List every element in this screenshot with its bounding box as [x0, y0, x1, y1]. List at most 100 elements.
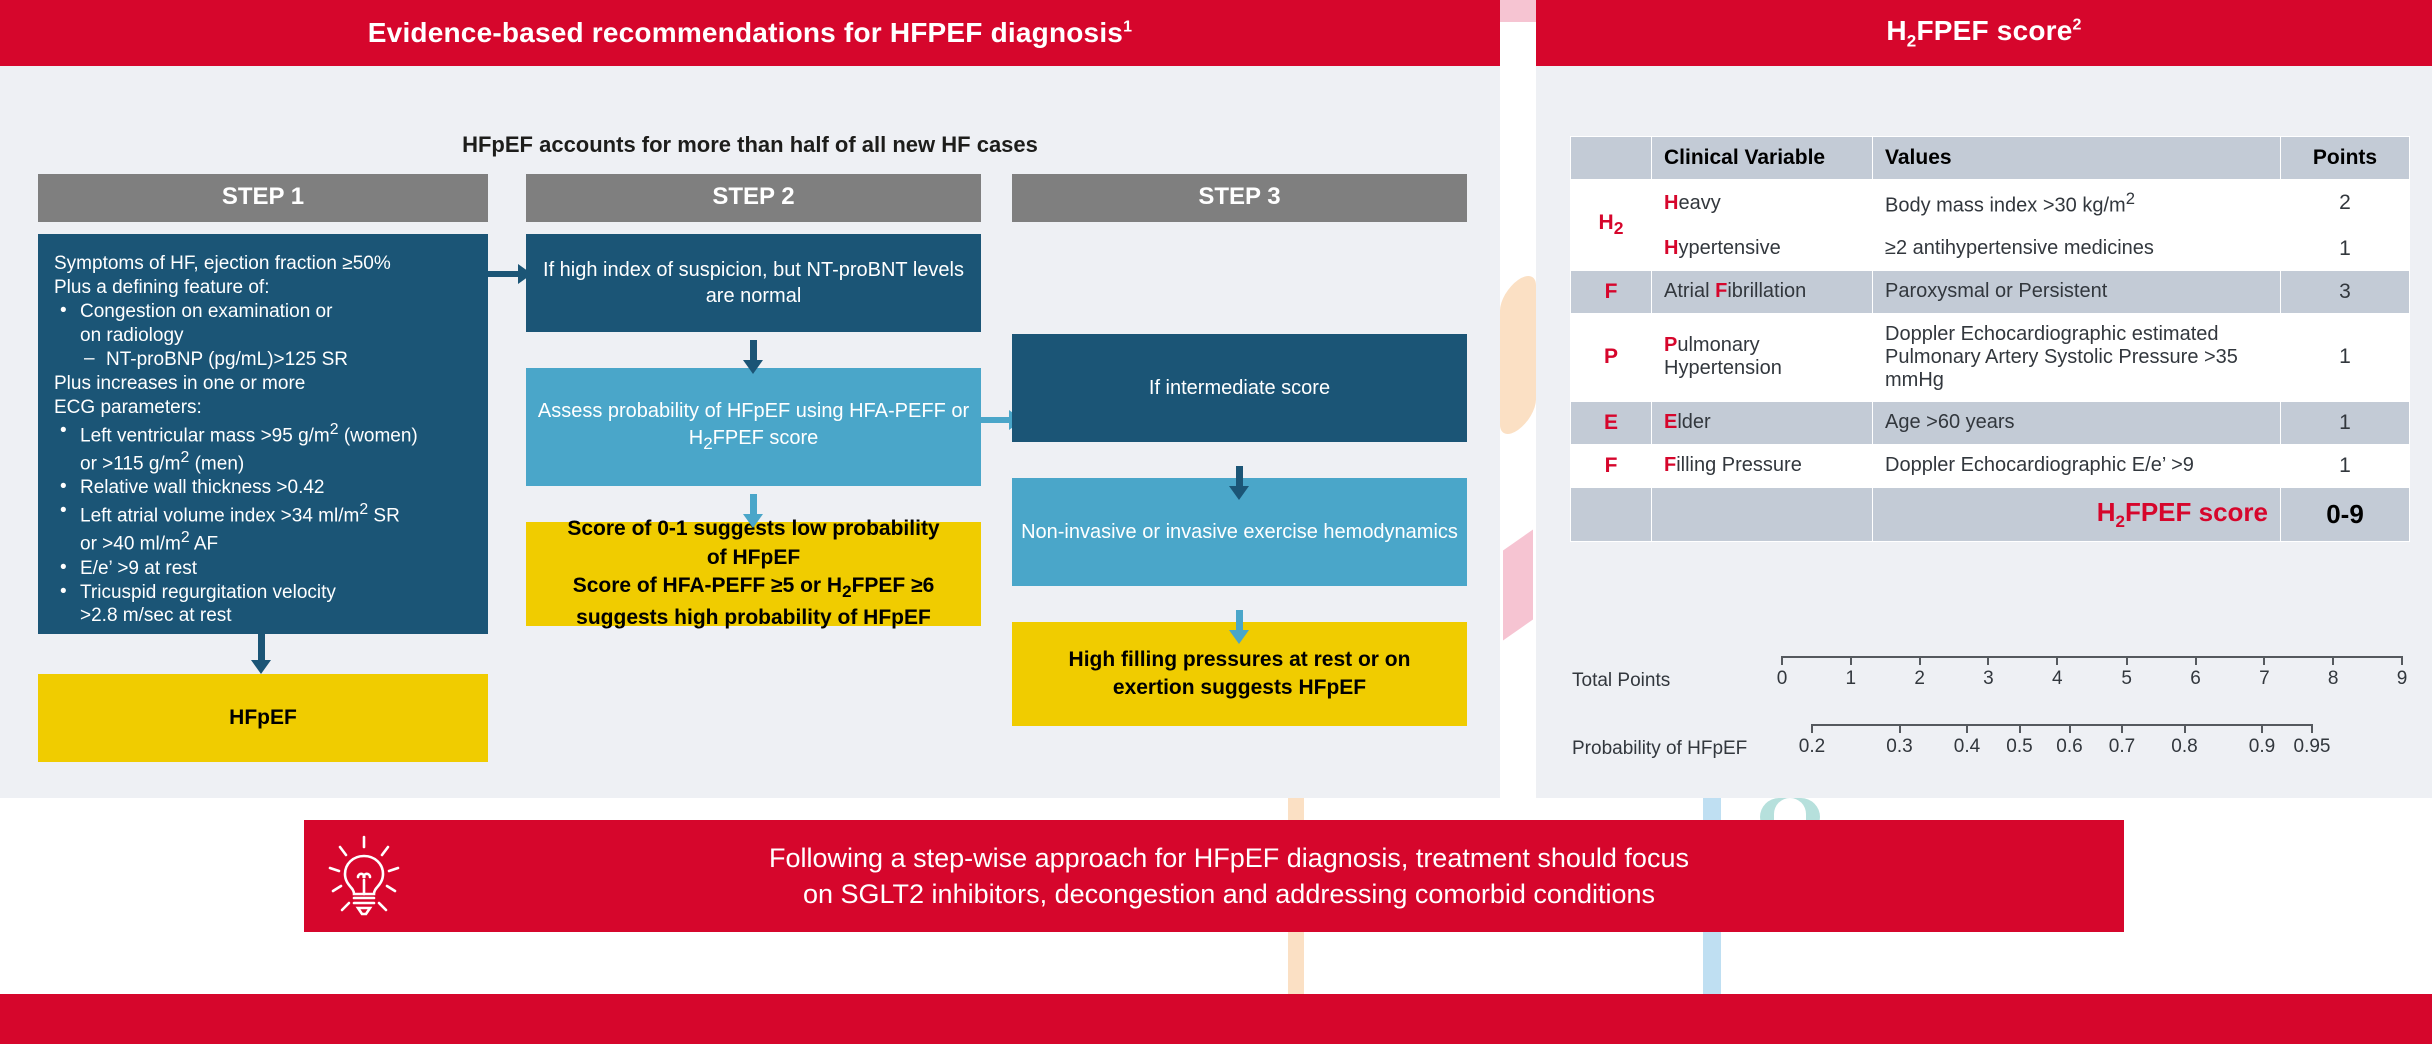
axis-tick — [2263, 656, 2266, 665]
total-spacer-1 — [1570, 486, 1652, 542]
axis-tick — [1811, 724, 1813, 733]
callout-text: Following a step-wise approach for HFpEF… — [769, 842, 1689, 909]
row-variable-pulmonary-hypertension: Pulmonary Hypertension — [1651, 312, 1873, 402]
row-value-pulmonary-hypertension: Doppler Echocardiographic estimated Pulm… — [1872, 312, 2281, 402]
axis-tick-label: 0.9 — [2248, 736, 2276, 757]
key-takeaway-callout: Following a step-wise approach for HFpEF… — [304, 820, 2124, 932]
row-letter-e: E — [1570, 400, 1652, 445]
axis-tick-label: 7 — [2259, 668, 2270, 689]
row-points-heavy: 2 — [2280, 179, 2410, 228]
probability-label: Probability of HFpEF — [1572, 738, 1748, 759]
axis-tick-label: 0.6 — [2056, 736, 2083, 757]
step-1-bullet-tricuspid: Tricuspid regurgitation velocity>2.8 m/s… — [54, 580, 472, 629]
row-value-atrial-fibrillation: Paroxysmal or Persistent — [1872, 269, 2281, 314]
total-score-label: H2FPEF score — [1872, 486, 2281, 542]
table-row: E Elder Age >60 years 1 — [1570, 400, 2410, 445]
axis-tick — [2183, 724, 2186, 733]
axis-tick-label: 0.8 — [2171, 736, 2198, 757]
step-3-header: STEP 3 — [1012, 174, 1467, 222]
right-panel-title: H2FPEF score2 — [1886, 14, 2082, 51]
row-variable-atrial-fibrillation: Atrial Fibrillation — [1651, 269, 1873, 314]
deco-top-pink — [1500, 0, 1536, 22]
row-value-filling-pressure: Doppler Echocardiographic E/e’ >9 — [1872, 443, 2281, 488]
row-letter-f-fp: F — [1570, 443, 1652, 488]
axis-tick — [1966, 724, 1968, 733]
axis-tick — [1781, 656, 1783, 665]
th-letter — [1570, 136, 1652, 180]
axis-tick-label: 0.7 — [2108, 736, 2136, 757]
right-panel-header: H2FPEF score2 — [1536, 0, 2432, 66]
axis-tick — [2056, 656, 2059, 665]
table-row: P Pulmonary Hypertension Doppler Echocar… — [1570, 312, 2410, 402]
total-score-range: 0-9 — [2280, 486, 2410, 542]
row-variable-hypertensive: Hypertensive — [1651, 226, 1873, 271]
row-points-hypertensive: 1 — [2280, 226, 2410, 271]
axis-tick-label: 0.5 — [2006, 736, 2033, 757]
axis-tick — [2121, 724, 2123, 733]
axis-tick — [2125, 656, 2128, 665]
table-row: H2 Heavy Body mass index >30 kg/m2 2 — [1570, 179, 2410, 271]
step-1-bullet-wall-thickness: Relative wall thickness >0.42 — [54, 475, 472, 500]
th-points: Points — [2280, 136, 2410, 180]
total-spacer-2 — [1651, 486, 1873, 542]
table-header-row: Clinical Variable Values Points — [1570, 136, 2410, 180]
bottom-red-bar — [0, 994, 2432, 1044]
step-1-column: STEP 1 Symptoms of HF, ejection fraction… — [38, 174, 488, 762]
step-2-score-interpretation-box: Score of 0-1 suggests low probability of… — [526, 517, 981, 629]
row-value-heavy: Body mass index >30 kg/m2 — [1872, 179, 2281, 228]
step-1-dash-ntprobnp: NT-proBNP (pg/mL)>125 SR — [54, 347, 472, 372]
row-value-hypertensive: ≥2 antihypertensive medicines — [1872, 226, 2281, 271]
table-row: F Atrial Fibrillation Paroxysmal or Pers… — [1570, 269, 2410, 314]
step-1-bullet-la-volume: Left atrial volume index >34 ml/m2 SR or… — [54, 499, 472, 557]
axis-tick — [2068, 724, 2071, 733]
step-1-line-1: Symptoms of HF, ejection fraction ≥50% — [54, 253, 391, 274]
axis-tick-label: 8 — [2327, 668, 2339, 689]
row-variable-filling-pressure: Filling Pressure — [1651, 443, 1873, 488]
row-variable-heavy: Heavy — [1651, 179, 1873, 228]
axis-tick — [2194, 656, 2197, 665]
axis-tick-label: 6 — [2190, 668, 2201, 689]
left-panel-title: Evidence-based recommendations for HFPEF… — [367, 17, 1133, 48]
step-1-line-4: ECG parameters: — [54, 396, 202, 418]
axis-tick-label: 0.95 — [2293, 736, 2331, 757]
row-letter-f-af: F — [1570, 269, 1652, 314]
axis-tick — [1898, 724, 1901, 733]
row-points-atrial-fibrillation: 3 — [2280, 269, 2410, 314]
axis-tick — [1849, 656, 1852, 665]
deco-diagonal-orange — [1500, 267, 1536, 443]
axis-tick-label: 0.4 — [1953, 736, 1981, 757]
step-1-outcome-box: HFpEF — [38, 674, 488, 762]
h2fpef-score-table: Clinical Variable Values Points H2 Heavy… — [1570, 136, 2410, 542]
step-2-assess-box: Assess probability of HFpEF using HFA-PE… — [526, 368, 981, 486]
axis-tick-label: 4 — [2051, 668, 2063, 689]
lightbulb-icon — [304, 834, 424, 918]
step-2-suspicion-box: If high index of suspicion, but NT-proBN… — [526, 234, 981, 332]
step-1-bullet-lv-mass: Left ventricular mass >95 g/m2 (women) o… — [54, 419, 472, 477]
axis-tick-label: 9 — [2396, 668, 2408, 689]
row-letter-h2: H2 — [1570, 179, 1652, 271]
axis-tick-label: 2 — [1914, 668, 1925, 689]
step-1-header: STEP 1 — [38, 174, 488, 222]
th-clinical-variable: Clinical Variable — [1651, 136, 1873, 180]
axis-tick — [1987, 656, 1990, 665]
row-points-elder: 1 — [2280, 400, 2410, 445]
axis-tick-label: 0.3 — [1886, 736, 1913, 757]
deco-diagonal-pink — [1503, 529, 1533, 641]
table-total-row: H2FPEF score 0-9 — [1570, 486, 2410, 542]
step-1-bullet-ee: E/e’ >9 at rest — [54, 556, 472, 581]
axis-tick — [2261, 724, 2263, 733]
table-row: F Filling Pressure Doppler Echocardiogra… — [1570, 443, 2410, 488]
flow-subtitle: HFpEF accounts for more than half of all… — [462, 132, 1038, 157]
step-1-line-3: Plus increases in one or more — [54, 372, 306, 394]
axis-tick — [2018, 724, 2021, 733]
axis-tick-label: 0 — [1776, 668, 1788, 689]
row-letter-p: P — [1570, 312, 1652, 402]
axis-tick-label: 1 — [1845, 668, 1857, 689]
step-3-column: STEP 3 If intermediate score Non-invasiv… — [1012, 174, 1467, 726]
total-points-label: Total Points — [1572, 670, 1671, 691]
left-panel-header: Evidence-based recommendations for HFPEF… — [0, 0, 1500, 66]
row-variable-elder: Elder — [1651, 400, 1873, 445]
